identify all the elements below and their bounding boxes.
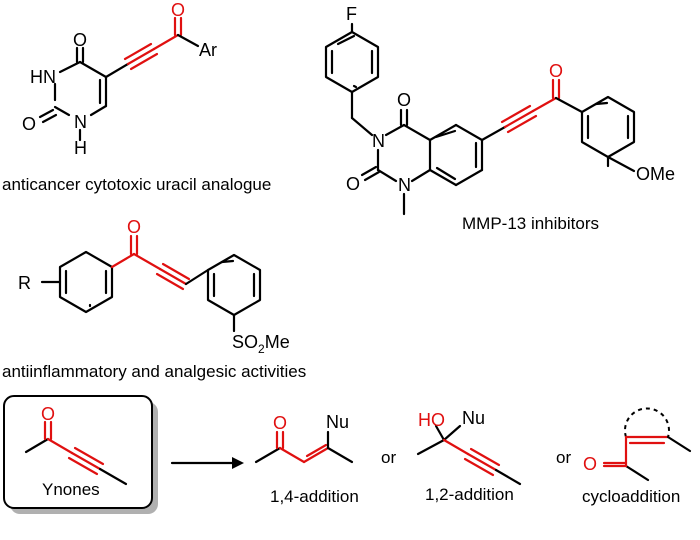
anti-ketone-o-label: O (127, 217, 141, 237)
mmp-n3-label: N (372, 131, 385, 151)
uracil-o4-label: O (73, 30, 87, 50)
or-text-2: or (556, 448, 571, 467)
ynones-box: O Ynones (3, 395, 158, 514)
mmp13-inhibitor-structure: F O O N N (324, 4, 675, 216)
reaction-arrow (170, 457, 244, 469)
mmp-ome-label: OMe (636, 164, 675, 184)
uracil-n-label: N (74, 112, 87, 132)
uracil-ar-label: Ar (199, 40, 217, 60)
mmp-ketone-o-label: O (549, 61, 563, 81)
mmp-o2-label: O (346, 174, 360, 194)
antiinflammatory-structure: R O SO2Me (18, 217, 290, 356)
cy-o-label: O (583, 454, 597, 474)
anti-subscript-2: 2 (258, 342, 265, 356)
uracil-analogue-structure: O O HN N H O Ar (22, 0, 217, 158)
uracil-h-label: H (74, 138, 87, 158)
mmp-n1-label: N (398, 175, 411, 195)
uracil-caption: anticancer cytotoxic uracil analogue (2, 175, 271, 194)
a12-nu-label: Nu (462, 408, 485, 428)
mmp13-caption: MMP-13 inhibitors (462, 214, 599, 233)
cycloaddition-label: cycloaddition (582, 487, 680, 506)
a14-o-label: O (273, 413, 287, 433)
cycloaddition-product: O cycloaddition (582, 407, 692, 506)
addition-1-4-product: O Nu 1,4-addition (254, 412, 359, 506)
ynone-o-label: O (41, 404, 55, 424)
a12-ho-label: HO (418, 410, 445, 430)
addition-1-2-product: HO Nu 1,2-addition (416, 408, 522, 504)
mmp-f-label: F (346, 4, 357, 24)
mmp-o4-label: O (397, 90, 411, 110)
or-text-1: or (381, 448, 396, 467)
addition-1-4-label: 1,4-addition (270, 487, 359, 506)
uracil-ketone-o-label: O (171, 0, 185, 20)
anti-so-label: SO2Me (232, 332, 290, 356)
anti-me-text: Me (265, 332, 290, 352)
ynones-label: Ynones (42, 480, 100, 499)
a14-nu-label: Nu (326, 412, 349, 432)
anti-r-label: R (18, 273, 31, 293)
uracil-hn-label: HN (30, 67, 56, 87)
uracil-o2-label: O (22, 114, 36, 134)
anti-so-text: SO (232, 332, 258, 352)
antiinflammatory-caption: antiinflammatory and analgesic activitie… (2, 362, 306, 381)
addition-1-2-label: 1,2-addition (425, 485, 514, 504)
